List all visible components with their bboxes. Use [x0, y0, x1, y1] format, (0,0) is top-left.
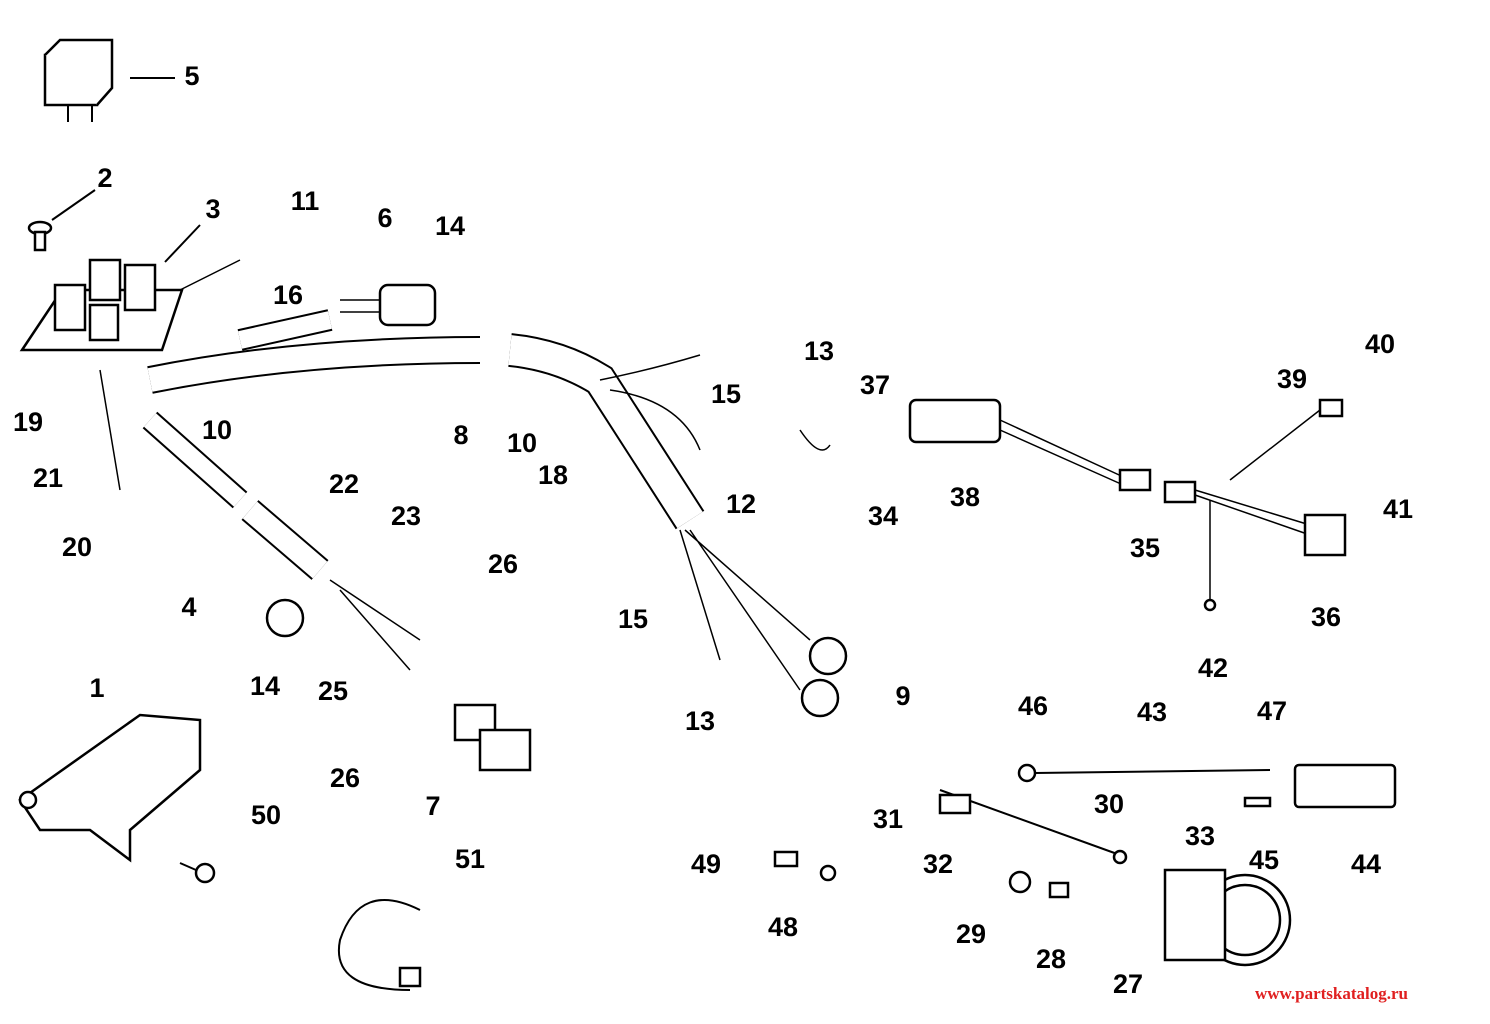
callout-label: 44 [1351, 849, 1381, 879]
bracket-part [18, 713, 216, 884]
callout-label: 48 [768, 912, 798, 942]
callout-label: 15 [711, 379, 741, 409]
callout-label: 20 [62, 532, 92, 562]
callout-label: 8 [453, 420, 468, 450]
callout-label: 14 [250, 671, 280, 701]
callout-label: 29 [956, 919, 986, 949]
callout-label: 25 [318, 676, 348, 706]
callout-label: 15 [618, 604, 648, 634]
strap-part [337, 899, 421, 991]
callout-label: 6 [377, 203, 392, 233]
callout-label: 19 [13, 407, 43, 437]
callout-label: 10 [507, 428, 537, 458]
callout-label: 42 [1198, 653, 1228, 683]
callout-label: 3 [205, 194, 220, 224]
callout-label: 39 [1277, 364, 1307, 394]
screw-part [27, 189, 96, 252]
callout-label: 41 [1383, 494, 1413, 524]
relay-part [43, 38, 175, 122]
callout-label: 31 [873, 804, 903, 834]
callout-label: 36 [1311, 602, 1341, 632]
callout-label: 50 [251, 800, 281, 830]
callout-label: 47 [1257, 696, 1287, 726]
callout-label: 23 [391, 501, 421, 531]
callout-label: 5 [184, 61, 199, 91]
callout-label: 2 [97, 163, 112, 193]
callout-label: 37 [860, 370, 890, 400]
callout-label: 27 [1113, 969, 1143, 999]
gauge-part [773, 763, 1397, 967]
callout-label: 12 [726, 489, 756, 519]
callout-label: 35 [1130, 533, 1160, 563]
callout-label: 45 [1249, 845, 1279, 875]
callout-label: 34 [868, 501, 898, 531]
callout-label: 49 [691, 849, 721, 879]
callout-label: 13 [804, 336, 834, 366]
callout-label: 10 [202, 415, 232, 445]
callout-label: 33 [1185, 821, 1215, 851]
callout-label: 30 [1094, 789, 1124, 819]
callout-label: 46 [1018, 691, 1048, 721]
callout-label: 11 [291, 186, 320, 216]
callout-label: 32 [923, 849, 953, 879]
callout-label: 18 [538, 460, 568, 490]
callout-label: 40 [1365, 329, 1395, 359]
callout-label: 38 [950, 482, 980, 512]
wire-harness [99, 259, 848, 718]
callout-label: 1 [89, 673, 104, 703]
callout-label: 9 [895, 681, 910, 711]
terminal-block-part [19, 224, 201, 352]
callout-label: 7 [425, 791, 440, 821]
callout-label: 14 [435, 211, 465, 241]
callout-label: 28 [1036, 944, 1066, 974]
callout-label: 16 [273, 280, 303, 310]
callout-label: 21 [33, 463, 63, 493]
callout-label: 51 [455, 844, 485, 874]
callout-label: 13 [685, 706, 715, 736]
callout-label: 26 [330, 763, 360, 793]
callout-label: 22 [329, 469, 359, 499]
connector-part [453, 703, 497, 742]
watermark: www.partskatalog.ru [1255, 984, 1408, 1003]
callout-label: 4 [181, 592, 196, 622]
connector-assembly [799, 398, 1347, 612]
callout-label: 43 [1137, 697, 1167, 727]
callout-label: 26 [488, 549, 518, 579]
